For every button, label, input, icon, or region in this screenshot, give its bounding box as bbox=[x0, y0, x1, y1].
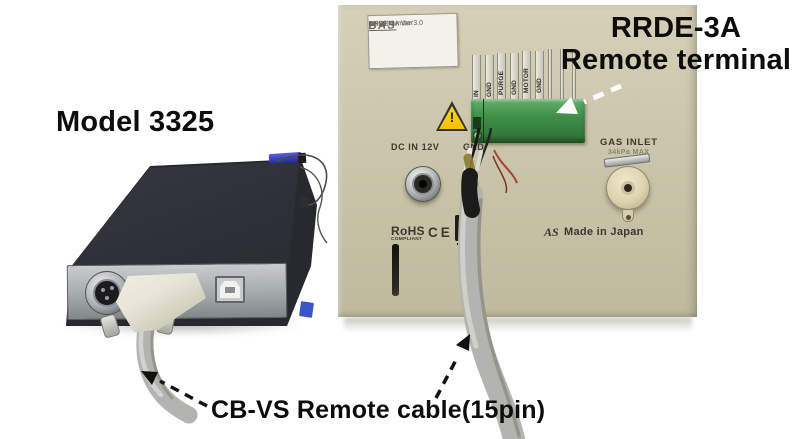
pin-label-strip bbox=[548, 49, 552, 99]
terminal-arrow-head bbox=[556, 97, 578, 114]
pin-label-strip bbox=[560, 49, 564, 99]
rrde-callout-line1: RRDE-3A bbox=[610, 12, 742, 44]
ce-mark: CE bbox=[428, 225, 453, 240]
model-3325-callout: Model 3325 bbox=[56, 106, 215, 138]
warning-exclamation: ! bbox=[449, 109, 455, 125]
din-pin bbox=[105, 296, 109, 300]
rrde-rear-panel: RRDE-3A Ver 3.0 Serial Number MF3004 BAS… bbox=[338, 5, 697, 317]
gas-max-label: 34kPa MAX bbox=[608, 149, 650, 156]
din-pin bbox=[101, 288, 105, 292]
pin-label-strip: GND bbox=[509, 53, 519, 99]
rrde-callout-line2: Remote terminal bbox=[560, 44, 792, 77]
din-pin bbox=[110, 286, 114, 290]
gas-inlet-hole bbox=[621, 181, 635, 195]
rohs-mark: RoHS bbox=[391, 224, 425, 238]
dc-in-label: DC IN 12V bbox=[391, 142, 440, 152]
rohs-compliant-text: COMPLIANT bbox=[391, 237, 423, 242]
cb-vs-cable-callout: CB-VS Remote cable(15pin) bbox=[211, 396, 546, 424]
pin-label-strip: MOTOR bbox=[522, 51, 532, 99]
right-cable-arrow-line bbox=[434, 359, 458, 399]
usb-b-port-slot bbox=[225, 287, 235, 293]
left-cable-arrow-line bbox=[159, 379, 208, 408]
gas-inlet-barb-hole bbox=[626, 215, 631, 220]
pin-label-strip: GND bbox=[535, 51, 544, 99]
made-in-japan-text: Made in Japan bbox=[564, 226, 644, 238]
brand-monogram: AS bbox=[544, 225, 559, 239]
vent-slots bbox=[392, 244, 684, 300]
gas-inlet-label: GAS INLET bbox=[600, 137, 658, 148]
pin-label-strip bbox=[572, 49, 576, 99]
left-cable-arrow-head bbox=[141, 371, 158, 385]
pin-label-strip: GND bbox=[484, 55, 494, 99]
right-cable-arrow-head bbox=[456, 334, 470, 351]
panel-drop-shadow bbox=[344, 317, 692, 332]
vent-slot bbox=[392, 244, 399, 296]
pin-label-strip: IN bbox=[472, 55, 481, 99]
rrde-remote-terminal-callout: RRDE-3A Remote terminal bbox=[545, 12, 807, 77]
terminal-arrow-line bbox=[583, 83, 622, 105]
dc-jack-hole bbox=[419, 180, 427, 188]
pin-label-strip: PURGE bbox=[497, 53, 507, 99]
